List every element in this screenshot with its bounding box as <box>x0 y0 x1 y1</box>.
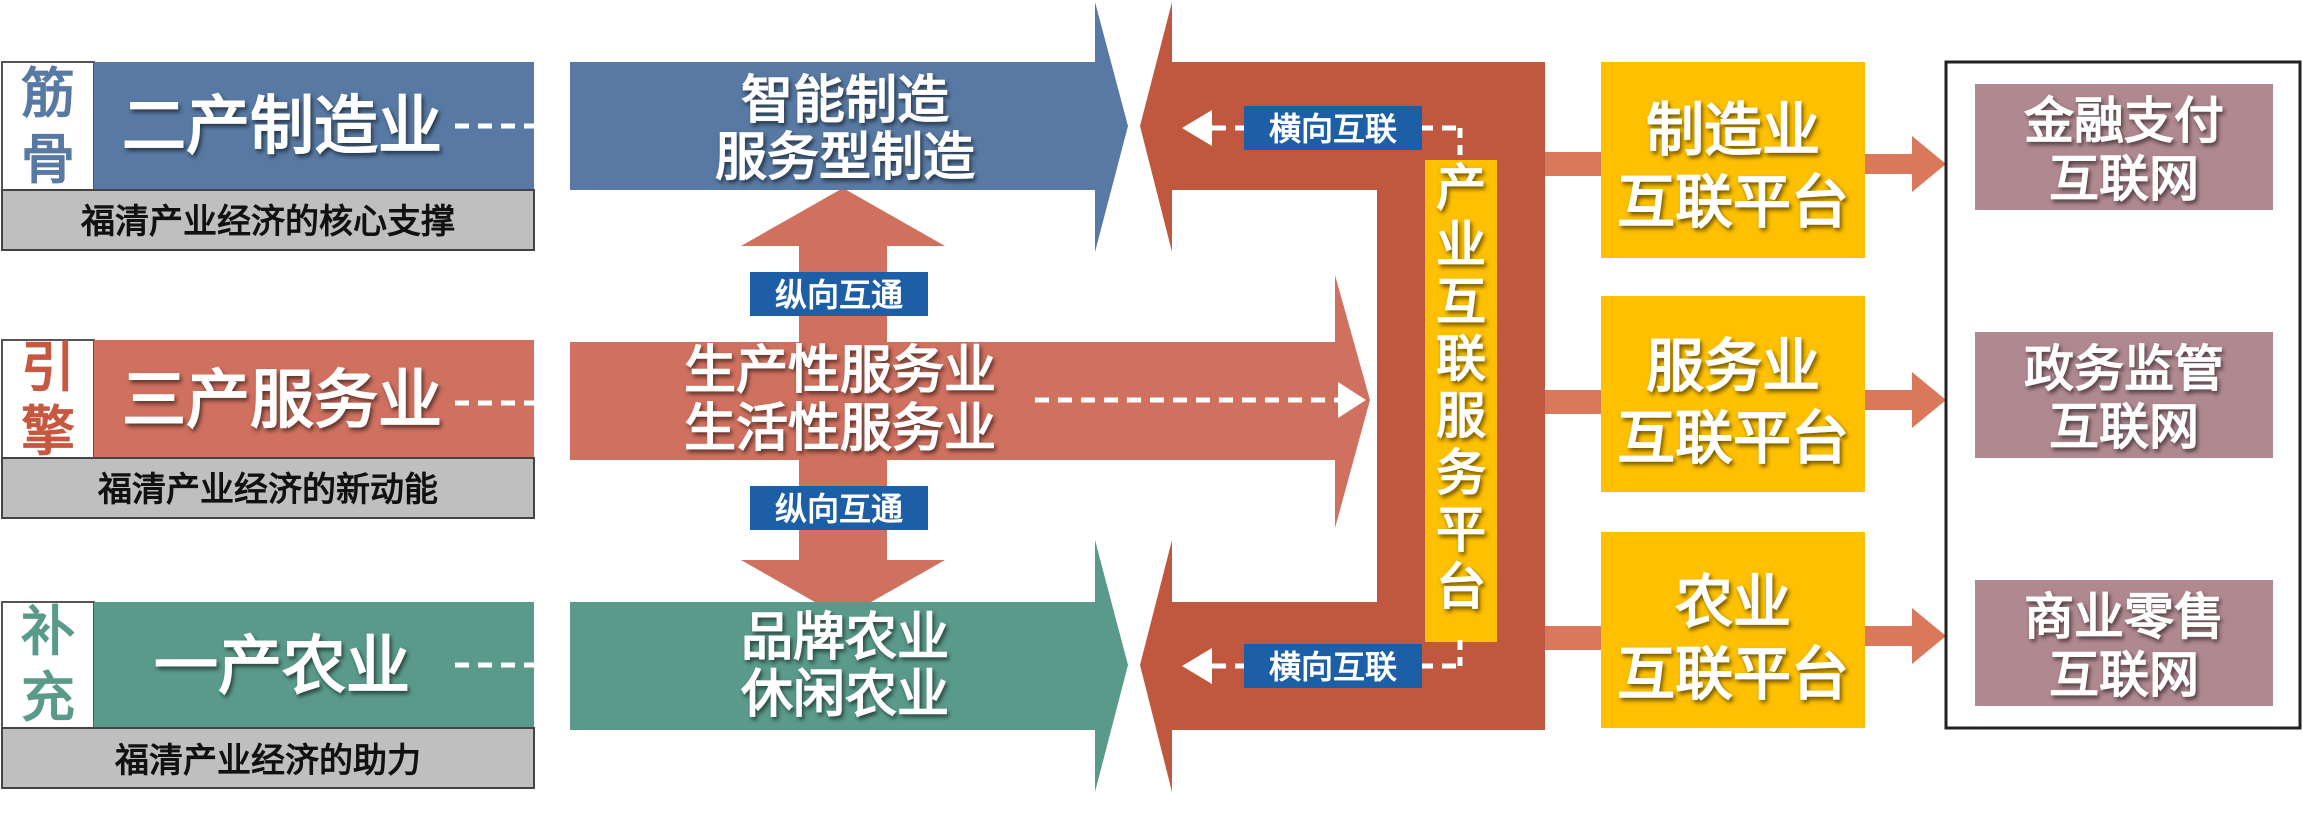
horizontal-link-badge <box>1244 644 1422 688</box>
svg-text:务: 务 <box>1436 444 1486 502</box>
side-label-char-1: 补 <box>21 600 75 663</box>
arrow-line-1: 品牌农业 <box>741 608 949 668</box>
svg-text:平: 平 <box>1436 501 1486 559</box>
service-platform-title-box <box>1425 160 1497 642</box>
network-line-1: 政务监管 <box>2024 340 2224 398</box>
network-line-2: 互联网 <box>2049 646 2199 704</box>
vertical-link-badge <box>750 486 928 530</box>
network-government: 政务监管 互联网 <box>1975 332 2273 458</box>
horizontal-link-label: 横向互联 <box>1269 648 1397 686</box>
vertical-link-label: 纵向互通 <box>775 490 903 528</box>
network-finance: 金融支付 互联网 <box>1975 84 2273 210</box>
platform-agriculture: 农业 互联平台 <box>1601 532 1865 728</box>
service-platform-title: 产 业 互 联 服 务 平 台 <box>1436 159 1486 616</box>
row-services: 引 擎 三产服务业 福清产业经济的新动能 <box>1 336 535 519</box>
svg-text:业: 业 <box>1436 216 1486 274</box>
row-caption-box <box>1 727 535 789</box>
services-big-arrow <box>570 275 1370 528</box>
svg-text:联: 联 <box>1436 330 1486 388</box>
platform-manufacturing: 制造业 互联平台 <box>1601 62 1865 258</box>
dashed-arrow-head <box>1182 110 1212 146</box>
row-caption-box <box>1 189 535 251</box>
row-title: 一产农业 <box>154 630 410 704</box>
side-label-char-2: 充 <box>21 666 75 729</box>
network-line-2: 互联网 <box>2049 398 2199 456</box>
platform-line-2: 互联平台 <box>1617 640 1849 708</box>
platform-to-network-arrows <box>1865 136 1946 664</box>
vertical-link-label: 纵向互通 <box>775 276 903 314</box>
horizontal-link-badge <box>1244 106 1422 150</box>
platform-services: 服务业 互联平台 <box>1601 296 1865 492</box>
row-title: 三产服务业 <box>122 364 442 438</box>
platform-line-1: 农业 <box>1675 568 1791 636</box>
vertical-link-badge <box>750 272 928 316</box>
manufacturing-big-arrow <box>570 2 1128 252</box>
arrow-line-2: 休闲农业 <box>740 665 949 725</box>
side-label-char-1: 引 <box>21 336 75 399</box>
dashed-arrow-head <box>1182 648 1212 684</box>
network-line-2: 互联网 <box>2049 150 2199 208</box>
row-title-box <box>94 340 534 458</box>
svg-text:产: 产 <box>1436 159 1486 217</box>
network-retail: 商业零售 互联网 <box>1975 580 2273 706</box>
arrow-line-2: 服务型制造 <box>715 128 975 188</box>
row-manufacturing: 筋 骨 二产制造业 福清产业经济的核心支撑 <box>1 61 535 251</box>
side-label-box <box>1 339 95 459</box>
row-caption: 福清产业经济的核心支撑 <box>80 202 455 242</box>
network-line-1: 商业零售 <box>2024 588 2224 646</box>
row-agriculture: 补 充 一产农业 福清产业经济的助力 <box>1 600 535 789</box>
row-caption: 福清产业经济的新动能 <box>97 470 438 510</box>
side-label-char-2: 擎 <box>21 400 75 463</box>
row-caption: 福清产业经济的助力 <box>114 741 421 781</box>
side-label-box <box>1 601 95 729</box>
svg-text:服: 服 <box>1436 387 1486 445</box>
horizontal-link-label: 横向互联 <box>1269 110 1397 148</box>
svg-text:台: 台 <box>1436 558 1486 616</box>
side-label-box <box>1 61 95 191</box>
network-line-1: 金融支付 <box>2024 92 2224 150</box>
row-caption-box <box>1 457 535 519</box>
side-label-char-1: 筋 <box>21 62 75 125</box>
arrow-line-1: 生产性服务业 <box>684 341 996 401</box>
agriculture-big-arrow <box>570 540 1128 792</box>
frame-to-platform-connectors <box>1545 152 1601 650</box>
row-title: 二产制造业 <box>122 90 442 164</box>
side-label-char-2: 骨 <box>21 128 75 191</box>
horizontal-links: 横向互联 横向互联 <box>1182 106 1463 688</box>
platform-line-2: 互联平台 <box>1617 404 1849 472</box>
platform-line-2: 互联平台 <box>1617 168 1849 236</box>
dashed-arrow-head <box>1338 382 1366 418</box>
svg-text:互: 互 <box>1436 273 1486 331</box>
platform-line-1: 制造业 <box>1646 96 1820 164</box>
platform-line-1: 服务业 <box>1646 332 1820 400</box>
arrow-line-2: 生活性服务业 <box>684 399 996 459</box>
arrow-line-1: 智能制造 <box>741 71 949 131</box>
